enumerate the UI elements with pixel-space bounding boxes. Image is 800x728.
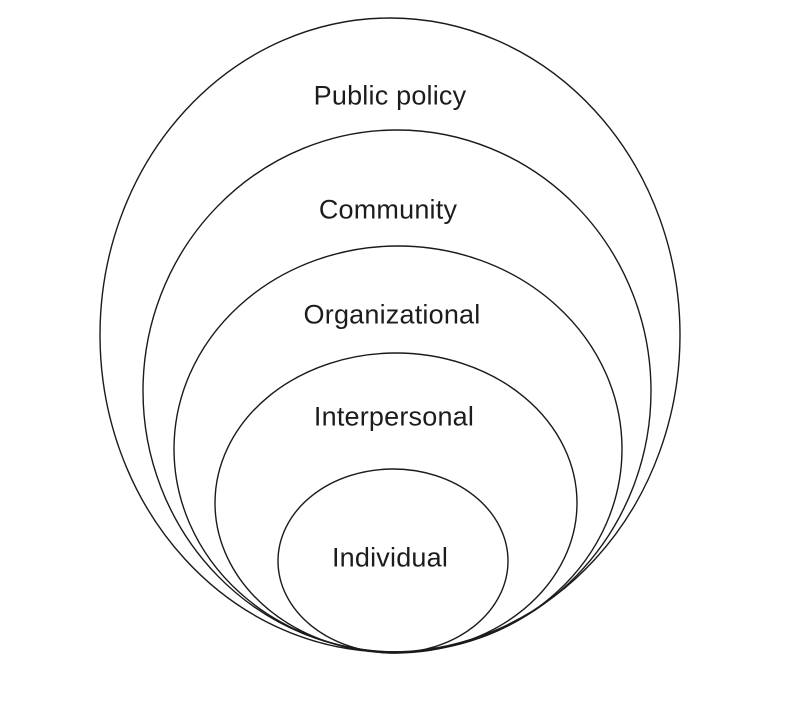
label-interpersonal: Interpersonal [313, 401, 475, 432]
ellipse-individual [277, 468, 509, 654]
ellipse-organizational [173, 245, 623, 653]
label-organizational: Organizational [303, 299, 481, 330]
label-individual: Individual [331, 542, 449, 573]
label-public-policy: Public policy [313, 80, 467, 111]
ellipse-interpersonal [214, 352, 578, 654]
label-community: Community [318, 194, 458, 225]
